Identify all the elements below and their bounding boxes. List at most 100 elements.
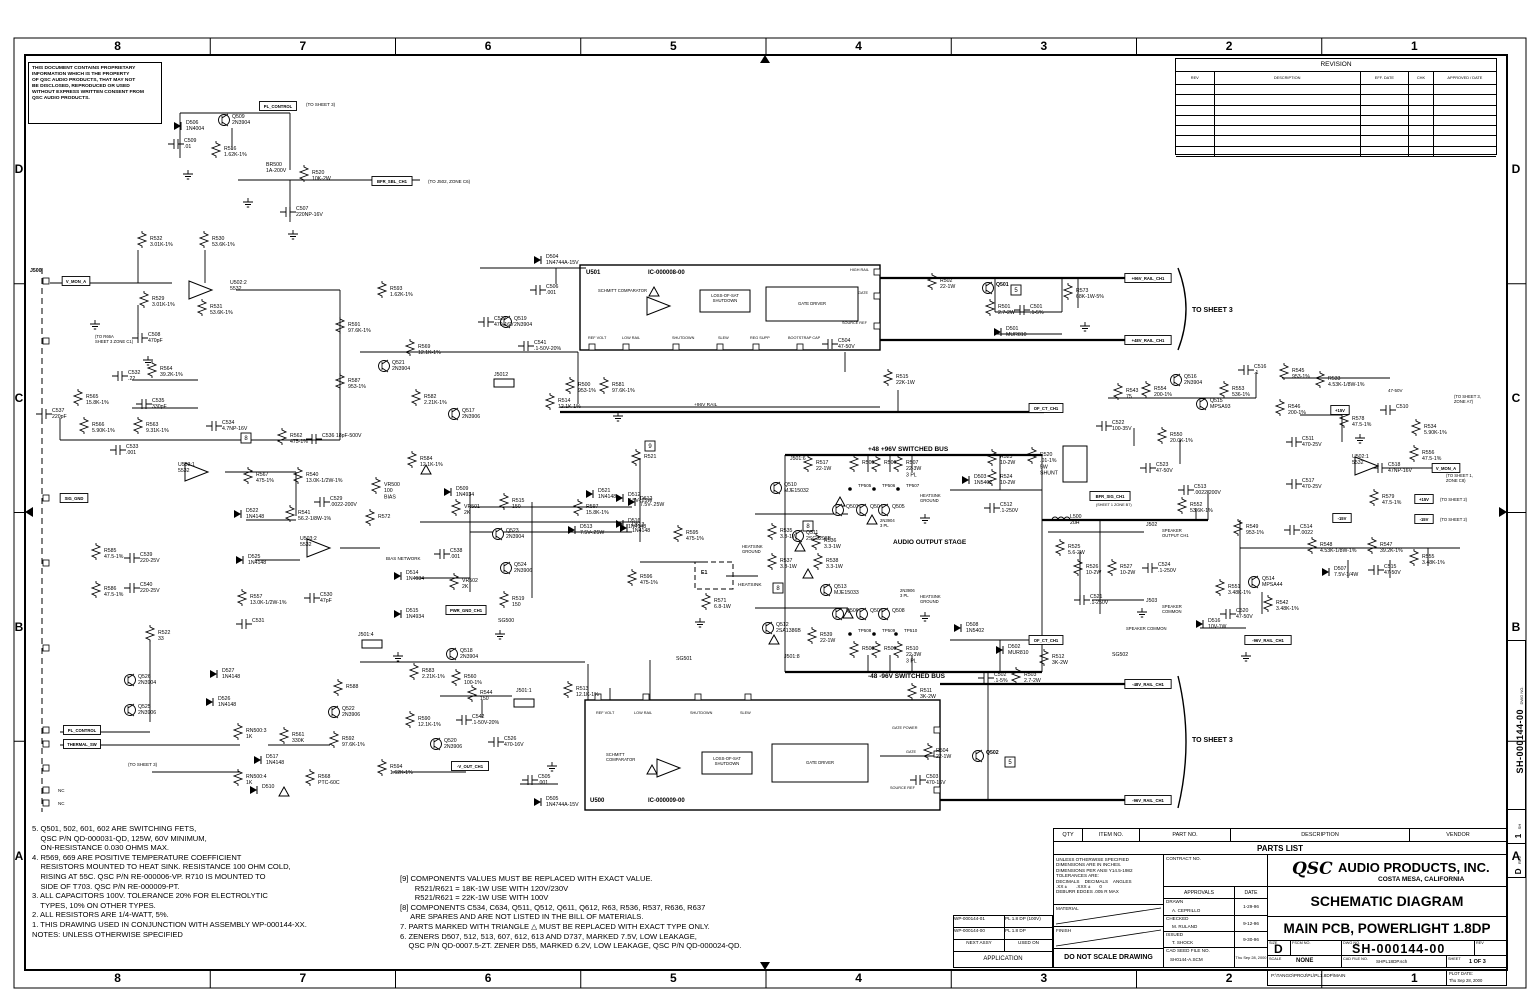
pin-box: [873, 268, 881, 276]
component-label: C501.1-5%: [1030, 304, 1044, 316]
capacitor-icon: [1096, 421, 1112, 431]
note-ref-number: 8: [806, 524, 810, 530]
title-block: QTY ITEM NO. PART NO. DESCRIPTION VENDOR…: [1053, 828, 1507, 986]
ground-icon: [1241, 652, 1251, 662]
component-label: R588: [346, 684, 359, 690]
note-ref-number: 5: [1014, 288, 1018, 294]
resistor-icon: [364, 509, 376, 526]
edge-strip: SH-000144-00 DWG NO. 1 SH D REV: [1507, 640, 1526, 878]
exact-type-triangle-icon: [768, 633, 780, 645]
capacitor-icon: [1074, 595, 1090, 605]
ic-block: [1062, 445, 1088, 483]
rev-cell: REV: [1474, 940, 1507, 956]
ground-icon: [90, 320, 100, 330]
resistor-icon: [906, 683, 918, 700]
diode-icon: [534, 798, 541, 806]
ground-icon: [920, 612, 930, 622]
capacitor-icon: [124, 583, 140, 593]
transistor-icon: [218, 114, 230, 126]
component-label: C533.001: [126, 444, 139, 456]
zone-col-top: 1: [1411, 39, 1418, 53]
ic-block: [579, 264, 881, 351]
net-tag: [1124, 795, 1172, 805]
ground-icon: [495, 630, 505, 640]
diode-icon: [210, 670, 217, 678]
resistor-icon: [1366, 537, 1378, 554]
finish-label: FINISH: [1056, 928, 1072, 933]
component-label: GATE DRIVER: [806, 760, 834, 765]
seed-cell: CAD SEED FILE NO. SH0144-A.SCM: [1163, 947, 1235, 968]
pin-box: [42, 764, 50, 772]
plot-label: PLOT DATE:: [1449, 971, 1474, 976]
capacitor-icon: [1286, 479, 1302, 489]
component-label: C509.01: [184, 138, 197, 150]
component-label: C529.0022-200V: [330, 496, 357, 508]
transistor-icon: [1196, 398, 1208, 410]
capacitor-icon: [206, 421, 222, 431]
exact-type-triangle-icon: [646, 763, 658, 775]
issued-label: ISSUED: [1166, 932, 1184, 937]
capacitor-icon: [304, 593, 320, 603]
zone-col-bottom: 4: [855, 971, 862, 985]
transistor-icon: [500, 562, 512, 574]
resistor-icon: [146, 361, 158, 378]
net-tag-label: V_MON_A: [1436, 466, 1456, 471]
drawn-label: DRAWN: [1166, 899, 1184, 904]
resistor-icon: [376, 281, 388, 298]
capacitor-icon: [478, 317, 494, 327]
finish-cell: FINISH: [1053, 926, 1164, 949]
resistor-icon: [986, 469, 998, 486]
net-tag-label: THERMAL_SW: [67, 742, 97, 747]
doc-type: SCHEMATIC DIAGRAM: [1267, 886, 1507, 917]
component-label: C524.1-250V: [1158, 562, 1177, 574]
zone-col-bottom: 2: [1225, 971, 1233, 985]
note-line: 1. THIS DRAWING USED IN CONJUNCTION WITH…: [32, 919, 307, 929]
ground-icon: [547, 762, 557, 772]
pin-box: [796, 343, 804, 351]
testpoint-icon: [872, 487, 876, 491]
resistor-icon: [408, 663, 420, 680]
net-tag: [63, 739, 101, 749]
zone-row-right: A: [1511, 848, 1521, 863]
component-label: TP506: [882, 483, 896, 488]
component-label: R508: [862, 646, 875, 652]
opamp-icon: [306, 538, 332, 558]
zone-row-right: C: [1511, 391, 1521, 406]
component-label: GATE POWER: [892, 726, 918, 730]
transistor-icon: [770, 482, 782, 494]
checked-date: 9-12-96: [1234, 915, 1268, 932]
resistor-icon: [284, 505, 296, 522]
component-label: LOW RAIL: [634, 711, 652, 715]
pl-col-vendor: VENDOR: [1409, 828, 1507, 842]
pin-box: [672, 343, 680, 351]
note-line: 3. ALL CAPACITORS 100V. TOLERANCE 20% FO…: [32, 891, 268, 901]
resistor-icon: [298, 165, 310, 182]
testpoint-icon: [848, 487, 852, 491]
fscm-label: FSCM NO.: [1292, 941, 1311, 945]
edge-sheet-no: 1: [1514, 833, 1523, 839]
component-label: R572: [378, 514, 391, 520]
component-label: TP508: [858, 628, 872, 633]
net-tag-label: -15V: [1420, 517, 1429, 522]
